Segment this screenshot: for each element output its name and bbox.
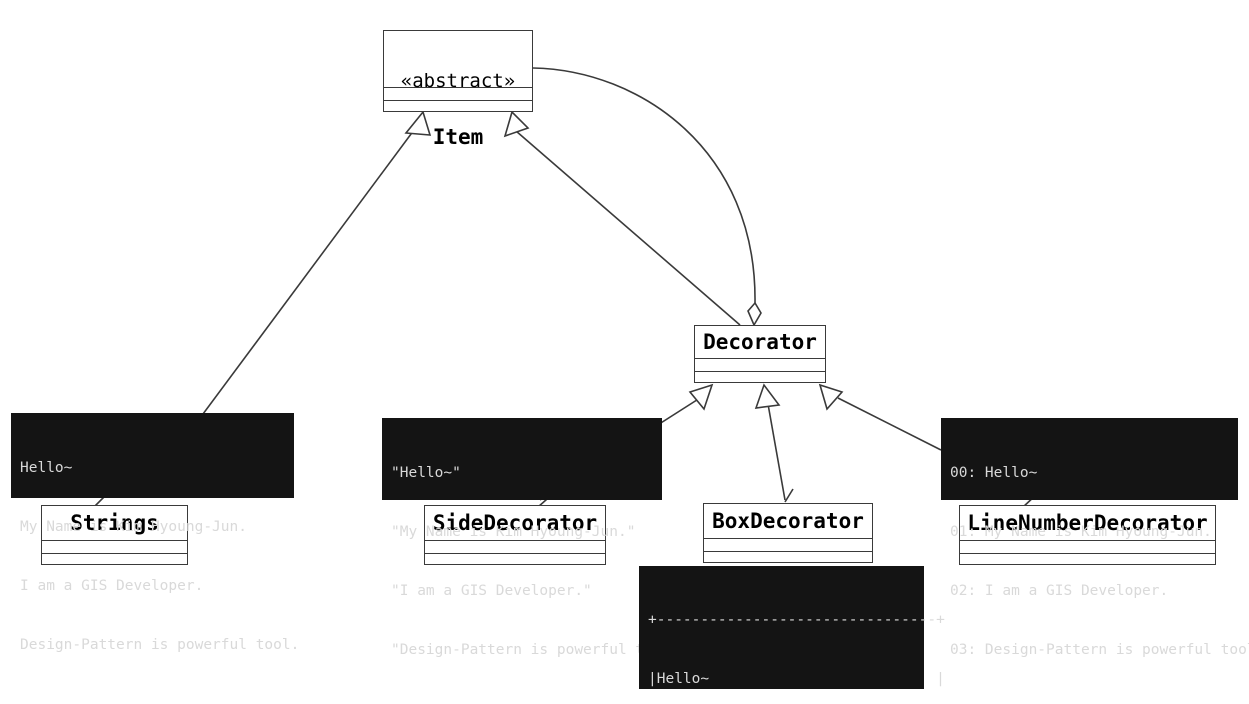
edge-boxdecorator-to-decorator: [767, 403, 786, 501]
class-title-decorator: Decorator: [703, 330, 817, 354]
attributes-compartment-linenumberdecorator: [960, 540, 1215, 553]
class-box-linenumberdecorator[interactable]: LineNumberDecorator: [959, 505, 1216, 565]
output-note-linenumberdecorator: 00: Hello~ 01: My Name is Kim Hyoung-Jun…: [941, 418, 1249, 658]
inheritance-arrowhead-boxdecorator: [754, 383, 781, 409]
output-line: 03: Design-Pattern is powerful tool.: [950, 641, 1249, 658]
output-line: "My Name is Kim Hyoung-Jun.": [391, 523, 636, 540]
methods-compartment-strings: [42, 553, 187, 566]
attributes-compartment-sidedecorator: [425, 540, 605, 553]
output-line: 01: My Name is Kim Hyoung-Jun.: [950, 523, 1212, 540]
class-box-strings[interactable]: Strings: [41, 505, 188, 565]
inheritance-arrowhead-linenumberdecorator: [818, 383, 844, 411]
output-line: Hello~: [20, 460, 73, 477]
methods-compartment-item: [384, 100, 532, 113]
output-line-text: My Name is Kim Hyoung-Jun.: [20, 518, 247, 535]
output-note-boxdecorator: +--------------------------------+ |Hell…: [639, 566, 945, 689]
output-line: "Hello~": [391, 465, 461, 482]
output-note-strings: Hello~ My Name is Kim Hyoung-Jun. I am a…: [11, 413, 299, 653]
output-line: I am a GIS Developer.: [20, 577, 204, 594]
attributes-compartment-item: [384, 87, 532, 100]
output-note-sidedecorator: "Hello~" "My Name is Kim Hyoung-Jun." "I…: [382, 418, 688, 658]
aggregation-diamond: [747, 301, 762, 327]
class-title-strings: Strings: [70, 511, 159, 535]
class-box-boxdecorator[interactable]: BoxDecorator: [703, 503, 873, 563]
inheritance-arrowhead-decorator: [503, 110, 530, 138]
attributes-compartment-strings: [42, 540, 187, 553]
output-line: "Design-Pattern is powerful tool.": [391, 641, 688, 658]
attributes-compartment-decorator: [695, 358, 825, 371]
note-connector-boxdecorator: [784, 488, 794, 503]
class-box-sidedecorator[interactable]: SideDecorator: [424, 505, 606, 565]
class-title-boxdecorator: BoxDecorator: [712, 509, 864, 533]
methods-compartment-boxdecorator: [704, 551, 872, 564]
class-box-decorator[interactable]: Decorator: [694, 325, 826, 383]
edge-strings-to-item: [202, 129, 415, 415]
class-stereotype-item: «abstract»: [400, 69, 516, 92]
edge-linenumberdecorator-to-decorator: [837, 397, 942, 451]
class-title-linenumberdecorator: LineNumberDecorator: [967, 511, 1208, 535]
class-name-item: «abstract» Item: [384, 31, 532, 148]
output-line: "I am a GIS Developer.": [391, 582, 592, 599]
attributes-compartment-boxdecorator: [704, 538, 872, 551]
class-title-sidedecorator: SideDecorator: [432, 511, 598, 535]
class-title-item: Item: [432, 124, 484, 149]
inheritance-arrowhead-sidedecorator: [688, 383, 714, 411]
inheritance-arrowhead-strings: [404, 110, 432, 136]
output-line: |Hello~ |: [648, 670, 945, 687]
class-box-item[interactable]: «abstract» Item: [383, 30, 533, 148]
edge-decorator-to-item: [515, 130, 741, 326]
output-line: 00: Hello~: [950, 465, 1038, 482]
methods-compartment-linenumberdecorator: [960, 553, 1215, 566]
methods-compartment-sidedecorator: [425, 553, 605, 566]
methods-compartment-decorator: [695, 371, 825, 384]
output-line: Design-Pattern is powerful tool.: [20, 636, 300, 653]
output-line: +--------------------------------+: [648, 612, 945, 628]
output-line: My Name is Kim Hyoung-Jun.: [20, 518, 286, 538]
edge-item-aggregates-decorator: [532, 67, 756, 304]
output-line: 02: I am a GIS Developer.: [950, 582, 1169, 599]
